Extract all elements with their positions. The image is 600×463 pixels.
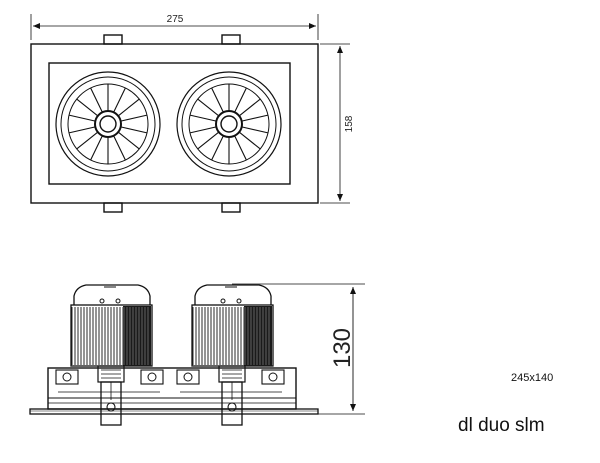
width-dimension: 275 <box>30 14 319 40</box>
top-view: 275 158 <box>30 14 355 213</box>
side-height-dimension-label: 130 <box>329 328 356 368</box>
lamp-top-right <box>176 71 282 177</box>
lamp-module-right <box>191 284 274 367</box>
lamp-module-left <box>70 284 153 367</box>
tilt-bracket-right <box>218 365 246 426</box>
height-dimension-label: 158 <box>344 115 355 132</box>
outer-frame <box>30 43 319 204</box>
tilt-bracket-left <box>97 365 125 426</box>
product-name: dl duo slm <box>458 415 545 436</box>
side-height-dimension: 130 <box>232 283 365 415</box>
width-dimension-label: 275 <box>167 14 184 25</box>
base-flange <box>29 408 319 415</box>
size-note: 245x140 <box>511 372 554 384</box>
lamp-top-left <box>55 71 161 177</box>
inner-opening <box>48 62 291 185</box>
mounting-clips <box>103 34 241 213</box>
connector-blocks <box>55 369 285 393</box>
height-dimension: 158 <box>320 43 355 204</box>
side-view: 130 <box>29 283 365 426</box>
housing-body <box>47 367 297 410</box>
